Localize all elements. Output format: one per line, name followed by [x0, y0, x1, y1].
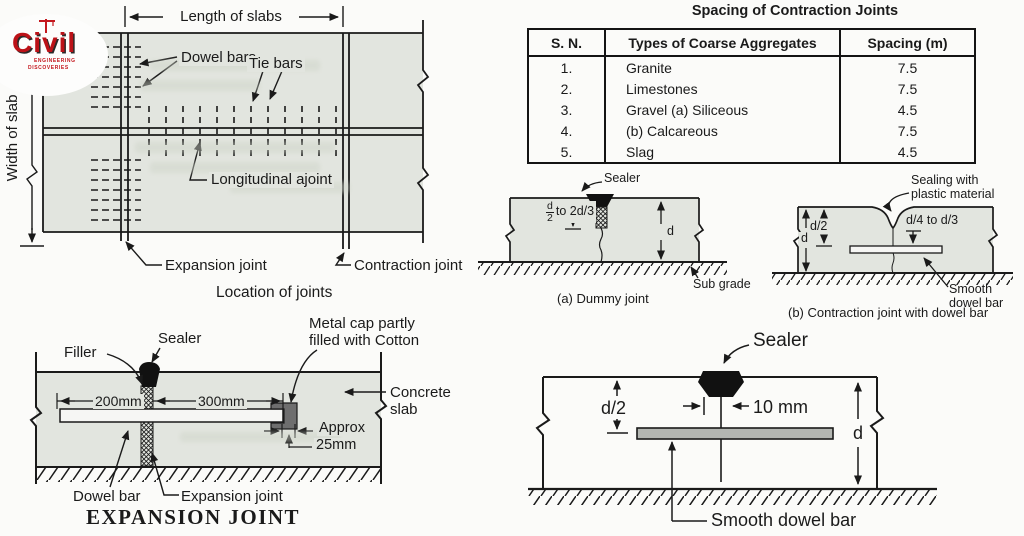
table-row: 1. Granite 7.5 — [528, 56, 975, 78]
filler-label: Filler — [64, 344, 97, 361]
expansion-joint-label: Expansion joint — [165, 257, 267, 274]
cell-sn: 2. — [528, 78, 606, 99]
dowelfig-d2-label: d/2 — [599, 398, 629, 418]
dim-10mm-label: 10 mm — [753, 397, 809, 417]
table-row: 2. Limestones 7.5 — [528, 78, 975, 99]
dowel-bar-label: Dowel bar — [73, 488, 141, 505]
cell-type: Granite — [605, 56, 841, 78]
cell-type: (b) Calcareous — [605, 120, 841, 141]
cell-spacing: 7.5 — [897, 122, 918, 139]
cell-spacing: 7.5 — [897, 59, 918, 76]
table-row: 3. Gravel (a) Siliceous 4.5 — [528, 99, 975, 120]
dowelfig-d-label: d — [851, 423, 866, 443]
scan-bleed-artifact — [150, 162, 320, 173]
sealing-material-label: Sealing with plastic material — [911, 173, 995, 202]
col-header-type: Types of Coarse Aggregates — [605, 29, 841, 57]
contraction-spacing-table: S. N. Types of Coarse Aggregates Spacing… — [527, 28, 976, 164]
dummy-joint-figure — [478, 181, 727, 279]
logo-subtitle-1: ENGINEERING — [34, 58, 76, 64]
logo-background-blob — [0, 14, 108, 96]
fraction-d-over-2: d 2 — [546, 200, 554, 224]
subgrade-label: Sub grade — [693, 277, 751, 291]
dim-200mm-label: 200mm — [93, 393, 144, 409]
concrete-slab-label: Concrete slab — [390, 384, 451, 419]
length-of-slabs-label: Length of slabs — [163, 9, 299, 25]
scan-bleed-artifact — [135, 142, 335, 153]
dummy-depth-range: to 2d/3 — [555, 204, 595, 219]
smooth-dowel-label-b: Smooth dowel bar — [949, 282, 1004, 311]
location-caption: Location of joints — [216, 284, 333, 301]
dummy-d-label: d — [665, 224, 676, 239]
cell-sn: 5. — [528, 141, 606, 163]
dummy-depth-dimension: d 2 to 2d/3 — [544, 200, 597, 224]
logo-wordmark: Civil — [12, 27, 77, 58]
cell-spacing: 4.5 — [897, 101, 918, 118]
table-row: 5. Slag 4.5 — [528, 141, 975, 163]
dowelfig-sealer-label: Sealer — [753, 330, 808, 351]
dowel-bars-label: Dowel bars — [179, 49, 259, 66]
metal-cap-label: Metal cap partly filled with Cotton — [309, 315, 420, 350]
dummy-sealer-label: Sealer — [604, 171, 641, 185]
smooth-dowel-bar-label: Smooth dowel bar — [711, 510, 857, 530]
col-header-sn: S. N. — [528, 29, 606, 57]
contraction-d2-label: d/2 — [808, 219, 830, 234]
cell-sn: 1. — [528, 56, 606, 78]
longitudinal-joint-label: Longitudinal ajoint — [209, 171, 334, 188]
expansion-joint-callout-label: Expansion joint — [181, 488, 283, 505]
expansion-joint-caption: EXPANSION JOINT — [86, 505, 301, 529]
logo-subtitle-2: DISCOVERIES — [28, 65, 69, 71]
contraction-d-label: d — [799, 231, 810, 246]
table-title: Spacing of Contraction Joints — [691, 3, 899, 19]
cell-sn: 4. — [528, 120, 606, 141]
cell-sn: 3. — [528, 99, 606, 120]
expansion-sealer-label: Sealer — [158, 330, 202, 347]
table-header-row: S. N. Types of Coarse Aggregates Spacing… — [528, 29, 975, 57]
dim-300mm-label: 300mm — [196, 393, 247, 409]
table-row: 4. (b) Calcareous 7.5 — [528, 120, 975, 141]
dummy-caption: (a) Dummy joint — [557, 291, 649, 306]
width-of-slab-label: Width of slab — [4, 94, 22, 182]
contraction-caption: (b) Contraction joint with dowel bar — [788, 305, 989, 320]
cell-spacing: 4.5 — [897, 143, 918, 160]
tower-crane-icon — [39, 19, 55, 33]
contraction-joint-figure — [772, 192, 1013, 288]
dim-25mm-label: 25mm — [314, 437, 359, 454]
cell-spacing: 7.5 — [897, 80, 918, 97]
contraction-d4-label: d/4 to d/3 — [904, 213, 961, 228]
scan-bleed-artifact — [140, 80, 260, 91]
approx-label: Approx — [317, 420, 367, 437]
cell-type: Slag — [605, 141, 841, 163]
smooth-dowel-figure — [528, 344, 937, 522]
cell-type: Limestones — [605, 78, 841, 99]
contraction-joint-label: Contraction joint — [354, 257, 463, 274]
scan-bleed-artifact — [180, 432, 340, 442]
col-header-spacing: Spacing (m) — [840, 29, 975, 57]
tie-bars-label: Tie bars — [247, 55, 305, 72]
cell-type: Gravel (a) Siliceous — [605, 99, 841, 120]
